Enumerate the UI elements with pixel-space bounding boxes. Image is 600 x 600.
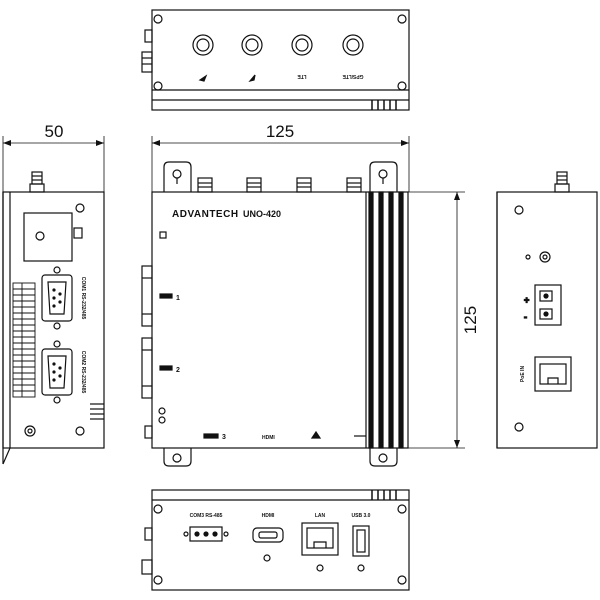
com-label-3: 3 (222, 434, 226, 441)
left-side-view (2, 171, 105, 465)
dim-side-width: 50 (45, 122, 64, 141)
hdmi-label-front: HDMI (262, 435, 275, 441)
power-indicator-icon (525, 254, 531, 260)
svg-text:-: - (524, 312, 527, 322)
power-button-icon (539, 251, 551, 263)
lan-port (301, 522, 339, 572)
bottom-label-hdmi: HDMI (262, 513, 275, 519)
dc-power-terminal (534, 284, 562, 326)
bottom-view (141, 489, 410, 591)
wifi-antenna-icon (198, 74, 208, 82)
com2-db9-port (41, 340, 73, 404)
bottom-label-lan: LAN (315, 513, 326, 519)
top-view-body (151, 9, 410, 111)
com-label-2: 2 (176, 367, 180, 374)
ground-screw-icon (24, 425, 36, 437)
left-view-body (2, 191, 105, 449)
bt-antenna-icon (248, 74, 256, 83)
bottom-label-usb: USB 3.0 (352, 513, 371, 519)
top-view (141, 9, 410, 111)
antenna-label-gps: GPS/LTE (342, 73, 364, 79)
com1-label: COM1 RS-232/485 (80, 277, 86, 320)
dim-front-height: 125 (461, 306, 480, 334)
front-view (141, 161, 409, 467)
antenna-connector-icon (241, 34, 263, 56)
brand-logo: ADVANTECH (172, 209, 239, 220)
com3-terminal-port (183, 526, 229, 542)
dim-top-width: 125 (266, 122, 294, 141)
right-side-view: + - (496, 171, 598, 449)
com-label-1: 1 (176, 295, 180, 302)
poe-rj45-port (534, 356, 572, 392)
com1-db9-port (41, 266, 73, 330)
usb-port (352, 525, 370, 572)
com2-label: COM2 RS-232/485 (80, 351, 86, 394)
right-view-body (496, 191, 598, 449)
antenna-connector-icon (291, 34, 313, 56)
antenna-connector-icon (342, 34, 364, 56)
antenna-connector-icon (192, 34, 214, 56)
hdmi-port (252, 527, 284, 562)
expansion-slot (23, 212, 73, 262)
antenna-label-lte: LTE (297, 73, 307, 79)
bottom-label-com3: COM3 RS-485 (190, 513, 223, 519)
terminal-block (12, 282, 36, 398)
top-screw-icon (153, 14, 163, 24)
dimension-lines (2, 136, 465, 449)
model-name: UNO-420 (243, 209, 281, 219)
svg-text:+: + (524, 295, 529, 305)
poe-in-label: PoE IN (520, 366, 526, 383)
lan-icon (310, 430, 322, 439)
